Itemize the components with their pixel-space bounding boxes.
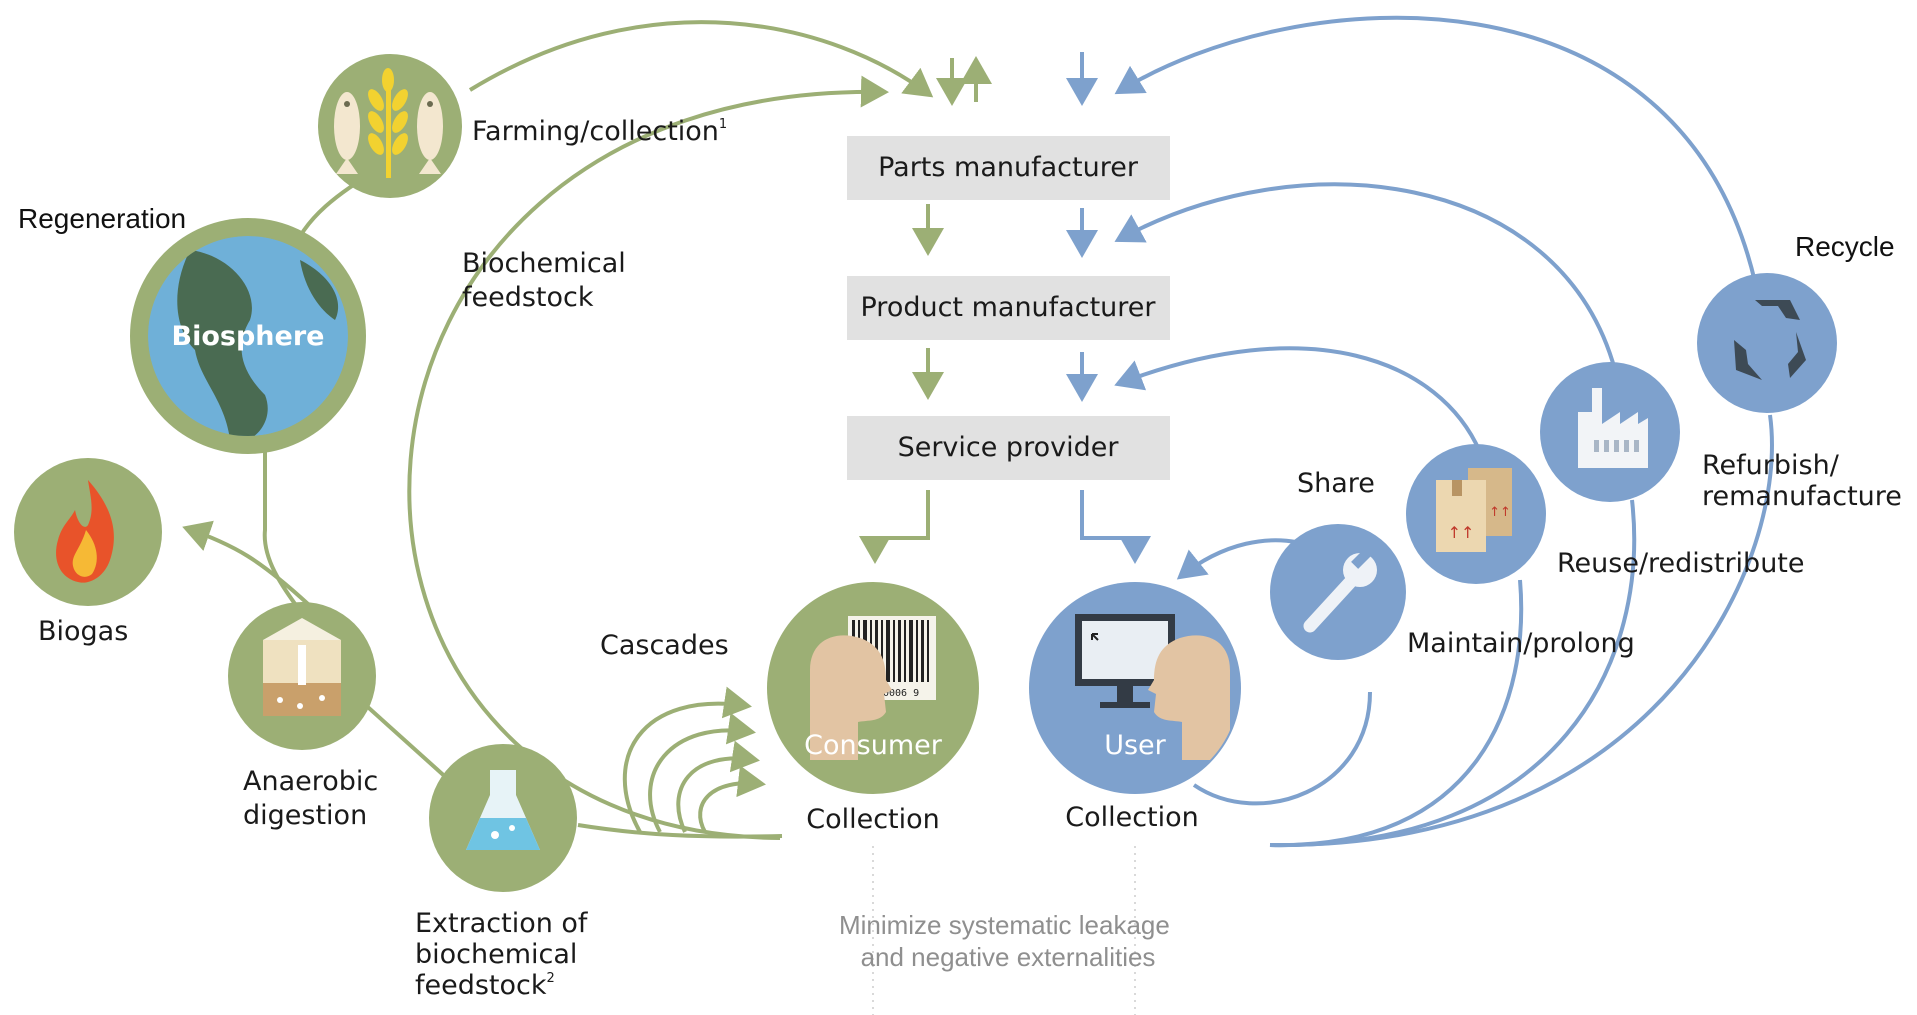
biogas-node (14, 458, 162, 606)
service-provider-label: Service provider (898, 432, 1120, 463)
head-icon (810, 635, 892, 760)
reuse-node: ↑↑ ↑↑ (1406, 444, 1546, 584)
share-label: Share (1297, 468, 1375, 499)
wrench-icon (1303, 549, 1377, 633)
consumer-collection-label: Collection (806, 804, 940, 835)
biochemical-feedstock-label: Biochemical feedstock (462, 248, 634, 313)
leakage-note: Minimize systematic leakage and negative… (839, 910, 1177, 972)
boxes-icon: ↑↑ ↑↑ (1436, 468, 1512, 552)
service-provider-box (847, 416, 1170, 480)
farming-node (318, 54, 462, 198)
user-collection-label: Collection (1065, 802, 1199, 833)
recycle-label: Recycle (1795, 231, 1895, 262)
globe-icon (148, 236, 348, 436)
anaerobic-digestion-label: Anaerobic digestion (243, 766, 387, 831)
soil-icon (263, 618, 341, 716)
wheat-icon (368, 68, 408, 178)
recycle-icon (1734, 300, 1806, 380)
leakage-guides (872, 846, 1136, 1015)
barcode-digits: 13 0006 9 (865, 688, 919, 699)
refurbish-node (1540, 362, 1680, 502)
regeneration-label: Regeneration (18, 203, 186, 234)
flame-icon (56, 480, 114, 583)
extraction-label: Extraction of biochemical feedstock2 (415, 908, 596, 1001)
biosphere-label: Biosphere (172, 321, 325, 352)
anaerobic-digestion-node (228, 602, 376, 750)
recycle-node (1697, 273, 1837, 413)
parts-manufacturer-box (847, 136, 1170, 200)
biosphere-node: Biosphere (130, 218, 366, 454)
refurbish-label: Refurbish/ remanufacture (1702, 450, 1902, 512)
user-label: User (1104, 730, 1166, 761)
flask-icon (466, 770, 540, 850)
share-maintain-node (1270, 524, 1406, 660)
cascades-label: Cascades (600, 630, 729, 661)
product-manufacturer-label: Product manufacturer (861, 292, 1157, 323)
farming-label: Farming/collection1 (472, 116, 727, 147)
process-boxes: Parts manufacturer Product manufacturer … (847, 136, 1170, 480)
consumer-node: 13 0006 9 Consumer (767, 582, 979, 794)
svg-text:↑↑: ↑↑ (1448, 523, 1475, 542)
fish-icon (334, 92, 443, 174)
consumer-label: Consumer (804, 730, 943, 761)
labels: Regeneration Biogas Farming/collection1 … (18, 116, 1902, 1001)
svg-text:↑↑: ↑↑ (1489, 505, 1511, 520)
user-node: User (1029, 582, 1241, 794)
technical-flows (1066, 15, 1774, 848)
maintain-label: Maintain/prolong (1407, 628, 1635, 659)
biogas-label: Biogas (38, 616, 128, 647)
extraction-node (429, 744, 577, 892)
biological-flows (182, 20, 992, 840)
factory-icon (1578, 388, 1648, 468)
product-manufacturer-box (847, 276, 1170, 340)
head-icon (1148, 635, 1230, 760)
parts-manufacturer-label: Parts manufacturer (878, 152, 1139, 183)
reuse-label: Reuse/redistribute (1557, 548, 1805, 579)
